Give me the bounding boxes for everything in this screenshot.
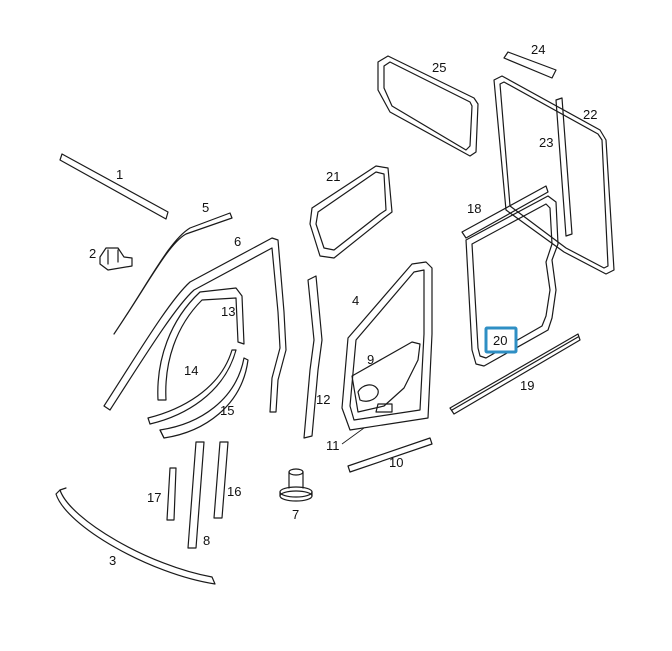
label-24: 24 <box>531 42 545 57</box>
label-14: 14 <box>184 363 198 378</box>
part-1-seal-strip <box>59 153 169 220</box>
label-5: 5 <box>202 200 209 215</box>
label-4: 4 <box>352 293 359 308</box>
label-10: 10 <box>389 455 403 470</box>
part-16-vertical-strip <box>213 441 229 519</box>
part-2-clip <box>99 247 133 271</box>
part-13-window-seal <box>157 287 245 401</box>
part-4-door-seal <box>341 261 433 431</box>
label-21: 21 <box>326 169 340 184</box>
label-19: 19 <box>520 378 534 393</box>
part-25-window-seal <box>377 55 479 157</box>
label-6: 6 <box>234 234 241 249</box>
part-17-vertical-strip <box>166 467 177 521</box>
part-12-pillar-strip <box>303 275 323 439</box>
part-18-strip <box>461 185 549 239</box>
part-22-rear-door-seal <box>493 75 615 275</box>
label-7: 7 <box>292 507 299 522</box>
leader-11 <box>341 427 365 445</box>
part-20-door-seal <box>465 195 559 367</box>
part-7-plug <box>279 468 313 502</box>
part-3-lower-seal <box>55 487 216 585</box>
label-1: 1 <box>116 167 123 182</box>
label-25: 25 <box>432 60 446 75</box>
label-17: 17 <box>147 490 161 505</box>
label-18: 18 <box>467 201 481 216</box>
part-10-sill-strip <box>347 437 433 473</box>
label-12: 12 <box>316 392 330 407</box>
part-24-strip <box>503 51 557 79</box>
label-22: 22 <box>583 107 597 122</box>
label-16: 16 <box>227 484 241 499</box>
part-15-sill-seal <box>159 357 249 439</box>
label-8: 8 <box>203 533 210 548</box>
part-14-curved-seal <box>147 349 237 425</box>
label-15: 15 <box>220 403 234 418</box>
label-13: 13 <box>221 304 235 319</box>
label-20: 20 <box>493 333 507 348</box>
part-8-vertical-strip <box>187 441 205 549</box>
part-5-pillar-strip <box>113 212 233 335</box>
label-3: 3 <box>109 553 116 568</box>
label-2: 2 <box>89 246 96 261</box>
label-9: 9 <box>367 352 374 367</box>
highlight-box-20 <box>484 326 518 354</box>
label-23: 23 <box>539 135 553 150</box>
part-21-window-seal <box>309 165 393 259</box>
part-9-door-trim <box>351 341 421 413</box>
part-23-vertical-strip <box>555 97 573 237</box>
part-6-frame-seal <box>103 237 287 413</box>
part-19-sill-strip <box>449 333 581 415</box>
label-11: 11 <box>326 438 340 453</box>
